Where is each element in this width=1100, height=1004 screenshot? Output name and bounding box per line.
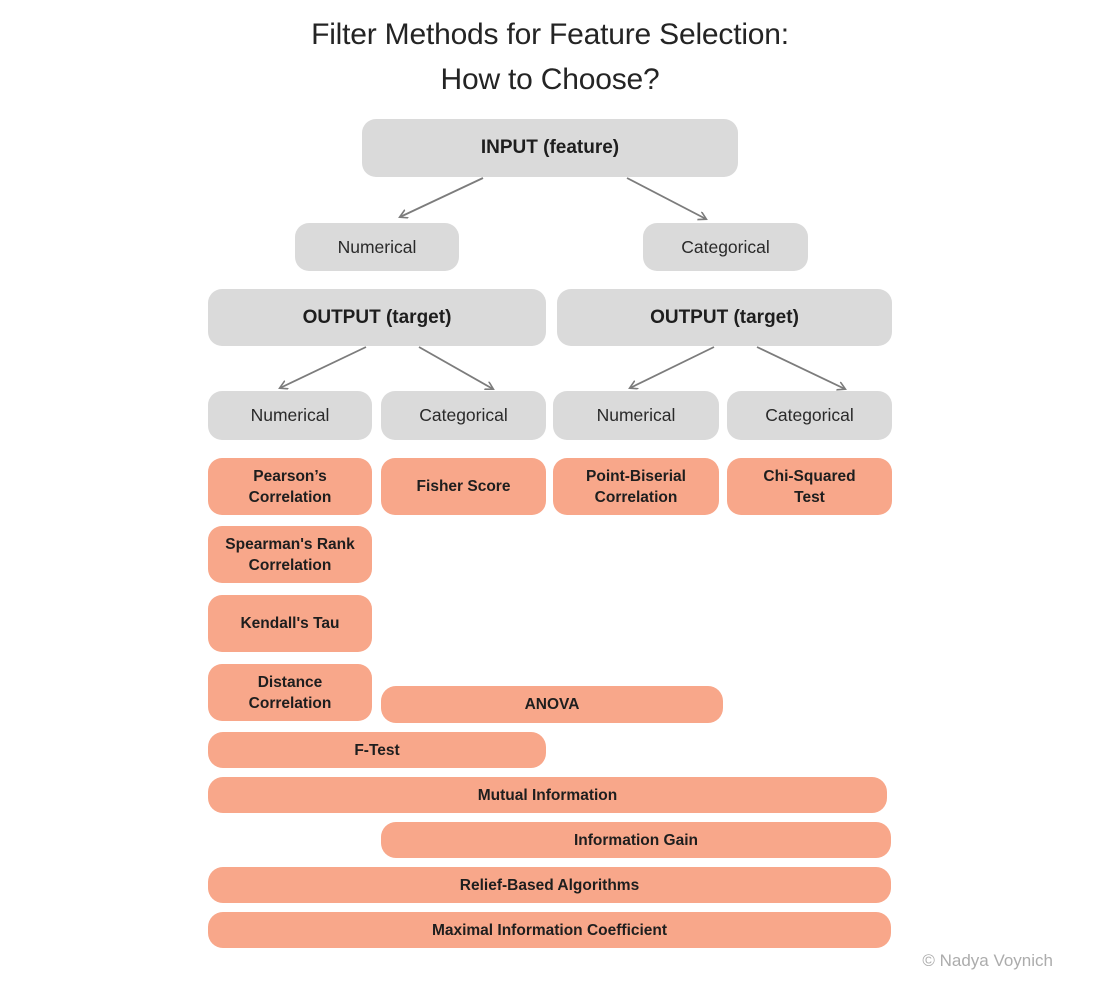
node-feature-categorical: Categorical xyxy=(643,223,808,271)
node-target-numerical-right: Numerical xyxy=(553,391,719,440)
method-kendalls-tau: Kendall's Tau xyxy=(208,595,372,652)
method-distance-correlation: Distance Correlation xyxy=(208,664,372,721)
node-target-categorical-left: Categorical xyxy=(381,391,546,440)
method-information-gain: Information Gain xyxy=(381,822,891,858)
arrow-input-to-numerical xyxy=(400,177,484,217)
method-chi-squared-test-label: Chi-Squared Test xyxy=(763,467,856,506)
method-pearsons-correlation: Pearson’s Correlation xyxy=(208,458,372,515)
arrow-output-left-to-categorical xyxy=(418,346,493,389)
node-target-numerical-left: Numerical xyxy=(208,391,372,440)
node-output-target-left: OUTPUT (target) xyxy=(208,289,546,346)
method-chi-squared-test: Chi-Squared Test xyxy=(727,458,892,515)
arrow-output-right-to-numerical xyxy=(630,346,715,388)
title-line-2: How to Choose? xyxy=(440,63,660,96)
method-point-biserial-correlation: Point-Biserial Correlation xyxy=(553,458,719,515)
node-target-categorical-right: Categorical xyxy=(727,391,892,440)
method-relief-based-algorithms: Relief-Based Algorithms xyxy=(208,867,891,903)
author-credit: © Nadya Voynich xyxy=(922,951,1053,970)
arrow-input-to-categorical xyxy=(626,177,706,219)
arrow-output-right-to-categorical xyxy=(756,346,845,389)
title-line-1: Filter Methods for Feature Selection: xyxy=(311,18,789,51)
page-title: Filter Methods for Feature Selection: Ho… xyxy=(0,12,1100,102)
node-feature-numerical: Numerical xyxy=(295,223,459,271)
method-mutual-information: Mutual Information xyxy=(208,777,887,813)
method-fisher-score: Fisher Score xyxy=(381,458,546,515)
method-anova: ANOVA xyxy=(381,686,723,723)
method-maximal-information-coefficient: Maximal Information Coefficient xyxy=(208,912,891,948)
node-output-target-right: OUTPUT (target) xyxy=(557,289,892,346)
method-spearmans-rank-correlation: Spearman's Rank Correlation xyxy=(208,526,372,583)
arrow-output-left-to-numerical xyxy=(280,346,367,388)
method-f-test: F-Test xyxy=(208,732,546,768)
node-input-feature: INPUT (feature) xyxy=(362,119,738,177)
